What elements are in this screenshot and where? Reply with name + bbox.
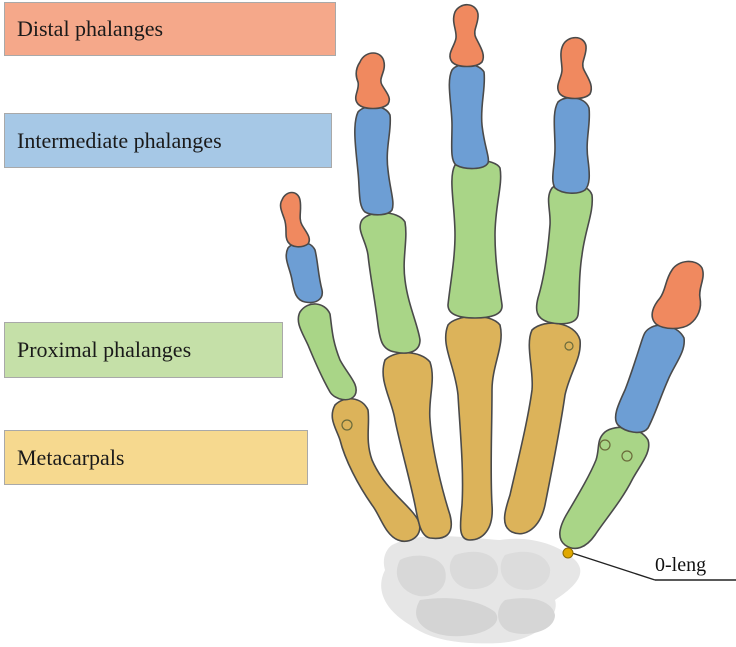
- proximal-phalanx-ring: [360, 213, 420, 353]
- distal-phalanx-little: [281, 193, 310, 247]
- intermediate-phalanx-index: [553, 98, 590, 194]
- distal-phalanx-middle: [450, 5, 483, 67]
- metacarpal-index-finger: [505, 323, 581, 534]
- callout-point-marker: [563, 548, 573, 558]
- intermediate-phalanx-little: [286, 242, 322, 302]
- distal-phalanx-thumb: [652, 261, 703, 328]
- distal-phalanx-index: [558, 38, 592, 99]
- intermediate-phalanx-ring: [355, 106, 393, 214]
- carpal-bones: [381, 536, 580, 643]
- proximal-phalanx-little: [298, 304, 356, 400]
- callout-label: 0-leng: [655, 554, 706, 577]
- callout-leader-line: [572, 553, 655, 580]
- proximal-phalanx-middle: [448, 160, 502, 318]
- intermediate-phalanx-middle: [449, 64, 488, 168]
- proximal-phalanx-index: [537, 183, 593, 323]
- distal-phalanx-ring: [356, 53, 390, 109]
- metacarpal-middle-finger: [446, 316, 501, 540]
- intermediate-phalanx-thumb: [616, 325, 685, 432]
- proximal-phalanx-thumb: [560, 427, 649, 548]
